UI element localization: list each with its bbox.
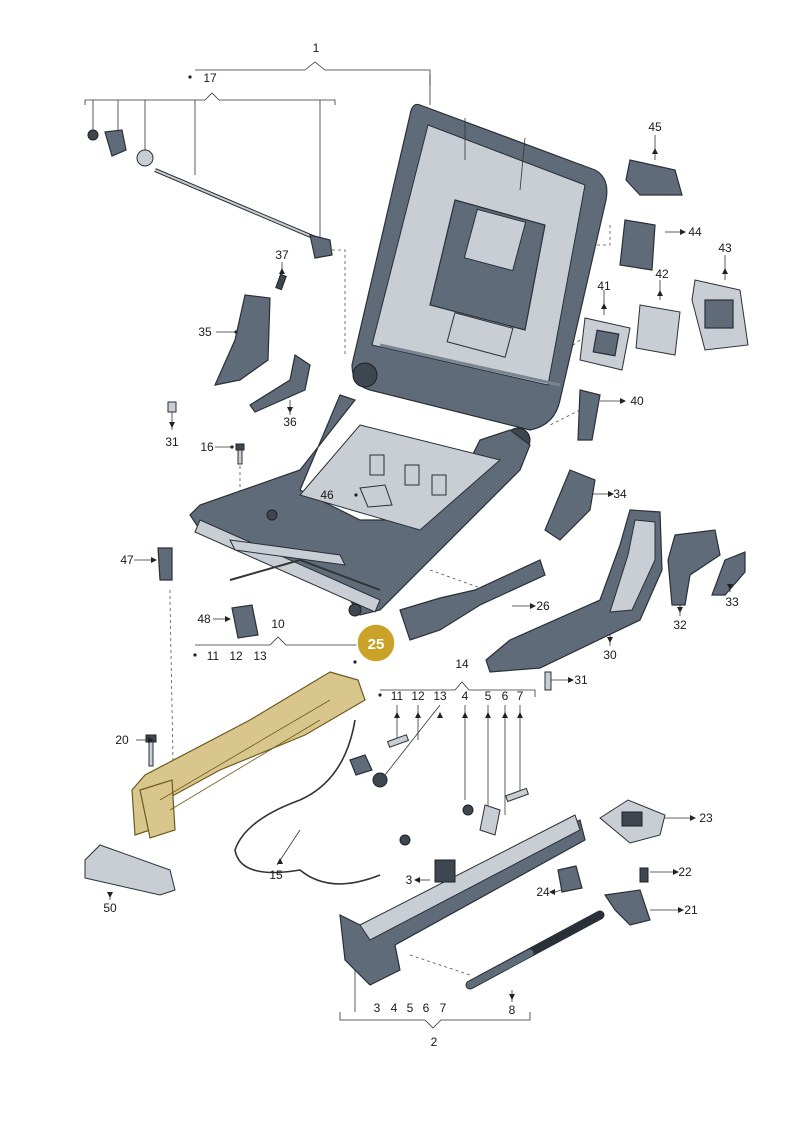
- part-4-shape: [399, 834, 411, 846]
- part-46-shape: [359, 484, 393, 508]
- part-31-screw-left: [167, 401, 177, 413]
- label-14: 14: [455, 657, 469, 671]
- part-11-shape: [349, 754, 373, 776]
- label-26: 26: [536, 599, 550, 613]
- label-10-sub-12: 12: [229, 649, 243, 663]
- part-2-rail: [339, 814, 586, 986]
- label-15: 15: [269, 868, 283, 882]
- part-12-spring: [386, 734, 410, 748]
- part-7-spring: [504, 787, 530, 803]
- label-2-sub-5: 5: [407, 1001, 414, 1015]
- label-31-left: 31: [165, 435, 179, 449]
- label-10-sub-13: 13: [253, 649, 267, 663]
- part-15-cable: [234, 719, 381, 885]
- label-14-sub-7: 7: [517, 689, 524, 703]
- label-2-sub-7: 7: [440, 1001, 447, 1015]
- part-34-shape: [544, 469, 596, 541]
- label-8: 8: [509, 1003, 516, 1017]
- label-14-sub-13: 13: [433, 689, 447, 703]
- label-2-sub-4: 4: [391, 1001, 398, 1015]
- part-3-shape: [434, 859, 456, 883]
- label-34: 34: [613, 487, 627, 501]
- label-2-sub-3: 3: [374, 1001, 381, 1015]
- torsion-rod: [87, 129, 333, 259]
- label-40: 40: [630, 394, 644, 408]
- label-2-sub-6: 6: [423, 1001, 430, 1015]
- label-23: 23: [699, 811, 713, 825]
- label-14-sub-4: 4: [462, 689, 469, 703]
- label-24: 24: [536, 885, 550, 899]
- label-35: 35: [198, 325, 212, 339]
- label-41: 41: [597, 279, 611, 293]
- part-5-shape: [462, 804, 474, 816]
- label-20: 20: [115, 733, 129, 747]
- part-37-shape: [275, 273, 287, 291]
- part-10-highlighted-rail: [131, 671, 366, 839]
- part-31-screw-right: [544, 671, 552, 691]
- callout-badge-25: 25: [356, 623, 396, 663]
- part-30-shape: [485, 509, 663, 673]
- part-48-shape: [231, 604, 259, 639]
- callout-badge-text: 25: [368, 636, 385, 653]
- label-17: 17: [203, 71, 217, 85]
- label-48: 48: [197, 612, 211, 626]
- part-33-shape: [711, 551, 746, 596]
- label-42: 42: [655, 267, 669, 281]
- part-24-shape: [557, 865, 583, 893]
- label-21: 21: [684, 903, 698, 917]
- part-40-shape: [577, 389, 601, 441]
- part-21-shape: [603, 889, 651, 926]
- part-8-gas-strut: [465, 910, 605, 990]
- label-46: 46: [320, 488, 334, 502]
- seat-frame: [189, 394, 531, 617]
- part-32-shape: [667, 529, 721, 606]
- label-22: 22: [678, 865, 692, 879]
- part-47-shape: [157, 547, 173, 581]
- label-10-sub-11: 11: [207, 649, 220, 663]
- part-42-shape: [635, 304, 681, 356]
- part-35-shape: [213, 294, 271, 386]
- label-3: 3: [406, 873, 413, 887]
- label-45: 45: [648, 120, 662, 134]
- label-14-sub-11: 11: [391, 689, 404, 703]
- part-13-bushing: [372, 772, 388, 788]
- label-14-sub-6: 6: [502, 689, 509, 703]
- parts: [84, 103, 749, 990]
- label-33: 33: [725, 595, 739, 609]
- label-50: 50: [103, 901, 117, 915]
- backrest-frame: [351, 103, 608, 453]
- label-36: 36: [283, 415, 297, 429]
- label-14-sub-5: 5: [485, 689, 492, 703]
- label-37: 37: [275, 248, 289, 262]
- part-6-shape: [479, 804, 501, 836]
- arrow-markers: [107, 75, 733, 1000]
- label-30: 30: [603, 648, 617, 662]
- part-45-shape: [625, 159, 683, 196]
- label-32: 32: [673, 618, 687, 632]
- label-44: 44: [688, 225, 702, 239]
- label-47: 47: [120, 553, 134, 567]
- label-14-sub-12: 12: [411, 689, 425, 703]
- part-labels: 1 17 45 44 43 42 41 40 34 26 33 32 30 31…: [103, 41, 739, 1049]
- label-31-right: 31: [574, 673, 588, 687]
- part-44-shape: [619, 219, 656, 271]
- part-16-bolt: [235, 443, 245, 465]
- part-22-screw: [639, 867, 649, 883]
- label-43: 43: [718, 241, 732, 255]
- part-26-shape: [399, 559, 546, 641]
- part-36-shape: [249, 354, 311, 413]
- part-50-shape: [84, 844, 176, 896]
- label-10: 10: [271, 617, 285, 631]
- label-16: 16: [200, 440, 214, 454]
- label-2: 2: [431, 1035, 438, 1049]
- label-1: 1: [313, 41, 320, 55]
